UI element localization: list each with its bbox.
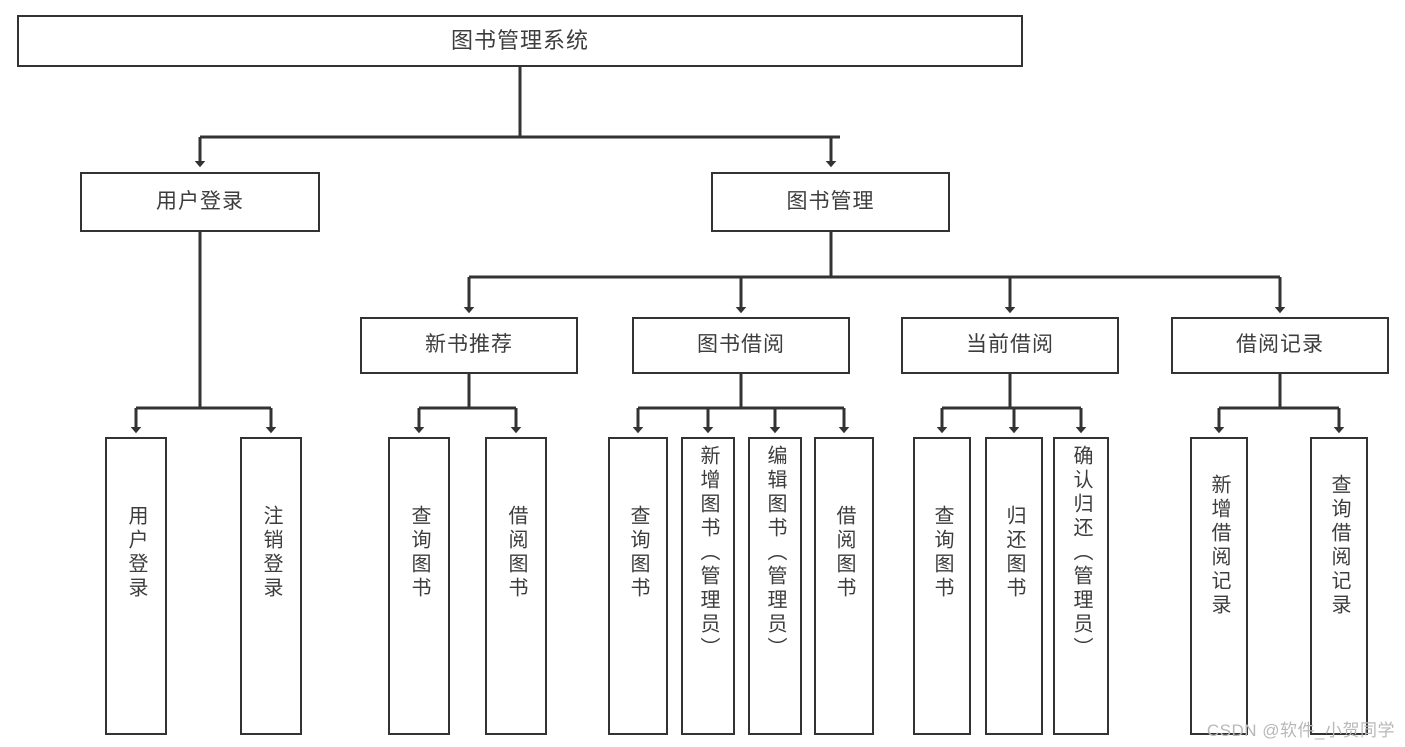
leaf-return-book[interactable]: 归还图书 <box>985 437 1043 735</box>
leaf-query-book-borrow[interactable]: 查询图书 <box>608 437 668 735</box>
leaf-borrow-book-label: 借阅图书 <box>833 505 855 601</box>
node-current-borrow-label: 当前借阅 <box>966 333 1054 357</box>
leaf-return-book-label: 归还图书 <box>1003 505 1025 601</box>
node-book-borrow-label: 图书借阅 <box>697 333 785 357</box>
leaf-add-borrow-record-label: 新增借阅记录 <box>1208 474 1230 618</box>
node-book-management[interactable]: 图书管理 <box>711 172 950 232</box>
node-root[interactable]: 图书管理系统 <box>17 15 1023 67</box>
leaf-query-book-current[interactable]: 查询图书 <box>913 437 971 735</box>
node-borrow-records-label: 借阅记录 <box>1236 333 1324 357</box>
leaf-query-book-recommend-label: 查询图书 <box>408 505 430 601</box>
leaf-borrow-book-recommend[interactable]: 借阅图书 <box>485 437 547 735</box>
leaf-confirm-return-admin[interactable]: 确认归还（管理员） <box>1053 437 1109 735</box>
leaf-edit-book-admin[interactable]: 编辑图书（管理员） <box>748 437 802 735</box>
leaf-user-login-label: 用户登录 <box>125 505 147 601</box>
leaf-logout[interactable]: 注销登录 <box>240 437 302 735</box>
node-book-borrow[interactable]: 图书借阅 <box>632 317 850 374</box>
leaf-query-book-borrow-label: 查询图书 <box>627 505 649 601</box>
node-user-login-label: 用户登录 <box>156 189 244 213</box>
node-user-login[interactable]: 用户登录 <box>80 172 320 232</box>
leaf-borrow-book-recommend-label: 借阅图书 <box>505 505 527 601</box>
leaf-borrow-book[interactable]: 借阅图书 <box>814 437 874 735</box>
leaf-user-login[interactable]: 用户登录 <box>105 437 167 735</box>
node-new-book-recommend[interactable]: 新书推荐 <box>360 317 578 374</box>
leaf-add-borrow-record[interactable]: 新增借阅记录 <box>1190 437 1248 735</box>
node-root-label: 图书管理系统 <box>450 28 589 54</box>
leaf-add-book-admin[interactable]: 新增图书（管理员） <box>681 437 735 735</box>
leaf-logout-label: 注销登录 <box>260 505 282 601</box>
leaf-query-book-current-label: 查询图书 <box>931 505 953 601</box>
node-current-borrow[interactable]: 当前借阅 <box>901 317 1119 374</box>
watermark-text: CSDN @软件_小贺同学 <box>1206 721 1395 740</box>
node-book-management-label: 图书管理 <box>786 189 875 213</box>
leaf-confirm-return-admin-label: 确认归还（管理员） <box>1070 445 1092 661</box>
leaf-query-borrow-record[interactable]: 查询借阅记录 <box>1310 437 1368 735</box>
node-borrow-records[interactable]: 借阅记录 <box>1171 317 1389 374</box>
leaf-query-borrow-record-label: 查询借阅记录 <box>1328 474 1350 618</box>
leaf-query-book-recommend[interactable]: 查询图书 <box>388 437 450 735</box>
leaf-edit-book-admin-label: 编辑图书（管理员） <box>764 445 786 661</box>
node-new-book-recommend-label: 新书推荐 <box>425 333 513 357</box>
leaf-add-book-admin-label: 新增图书（管理员） <box>697 445 719 661</box>
